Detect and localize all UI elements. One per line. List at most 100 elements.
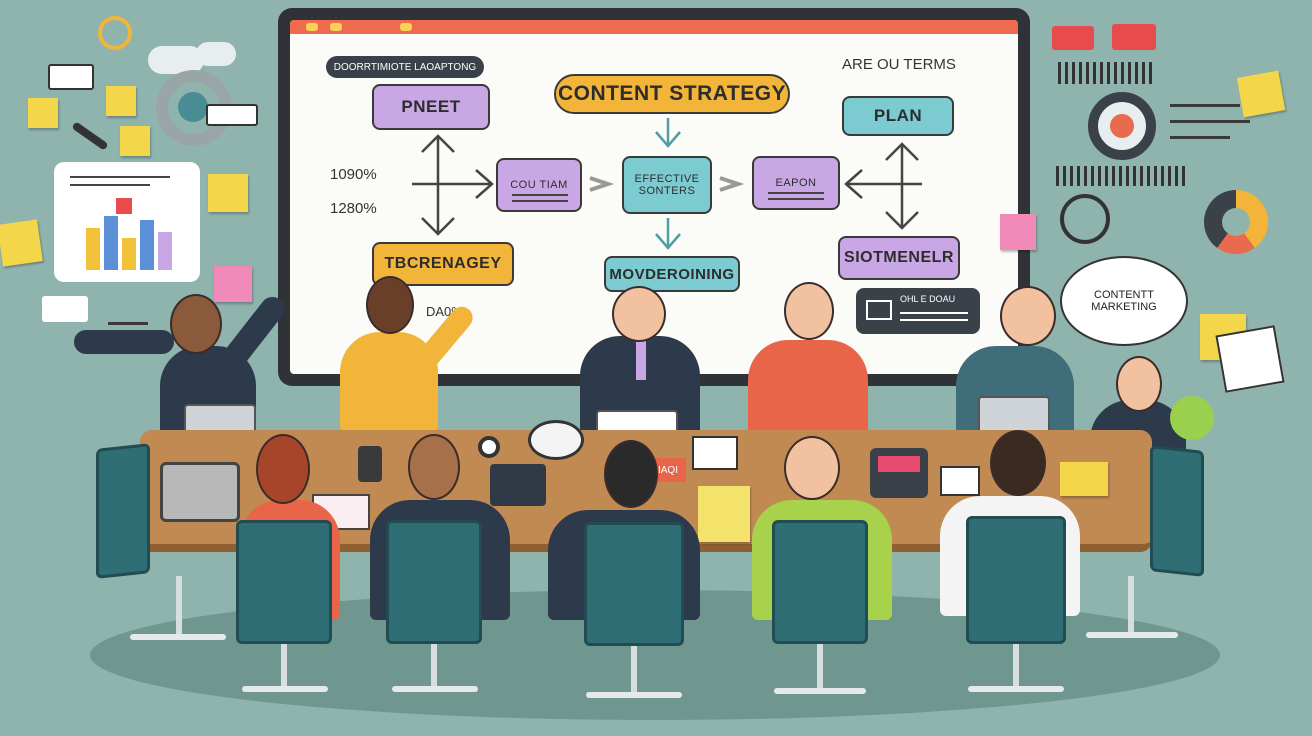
person-seated-4-head: [784, 436, 840, 500]
note-card: [206, 104, 258, 126]
person-seated-3-head: [604, 440, 658, 508]
arrow-right-2: [719, 176, 745, 192]
email-icon: [866, 300, 892, 320]
sticky-note: [1060, 462, 1108, 496]
stat-1090: 1090%: [330, 166, 377, 183]
phone-icon: [358, 446, 382, 482]
pie-chart-center-icon: [1222, 208, 1250, 236]
note-card: [48, 64, 94, 90]
chair-back: [386, 520, 482, 644]
node-cou-tiam-label: COU TIAM: [510, 179, 568, 191]
cloud-icon: [148, 46, 204, 74]
speech-bubble-line2: MARKETING: [1091, 301, 1157, 313]
sticky-note: [0, 219, 43, 267]
chair-leg: [281, 644, 287, 688]
paper-icon: [692, 436, 738, 470]
text-lines-icon: [900, 312, 968, 314]
laptop-icon: [490, 464, 546, 506]
text-lines-icon: [70, 184, 150, 186]
scissors-icon: [98, 16, 132, 50]
tablet-screen-icon: [878, 456, 920, 472]
chair-back: [1150, 445, 1204, 577]
arrow-horizontal-left: [412, 169, 494, 199]
arrow-vertical-right: [885, 142, 919, 230]
arrow-right-1: [589, 176, 615, 192]
note-card: [42, 296, 88, 322]
arrow-down-title: [655, 118, 681, 148]
node-movderoning: MOVDEROINING: [604, 256, 740, 292]
board-banner: DOORRTIMIOTE LAOAPTONG: [326, 56, 484, 78]
sticky-note: [1236, 70, 1286, 118]
sticky-note: [698, 486, 750, 542]
chair-base: [130, 634, 226, 640]
person-standing-left-arm: [74, 330, 174, 354]
barcode-icon: [1058, 62, 1156, 84]
sticky-note: [1000, 214, 1036, 250]
chair-base: [586, 692, 682, 698]
board-top-right-text: ARE OU TERMS: [842, 56, 956, 73]
person-seated-1-head: [256, 434, 310, 504]
sticky-note: [106, 86, 136, 116]
text-lines-icon: [1170, 136, 1230, 139]
node-sonters-label: SONTERS: [638, 185, 696, 197]
person-seated-2-head: [408, 434, 460, 500]
node-tbcrenagey: TBCRENAGEY: [372, 242, 514, 286]
chart-flag-icon: [116, 198, 132, 214]
node-effective-label: EFFECTIVE: [634, 173, 700, 185]
plant-icon: [1170, 396, 1214, 440]
node-effective-sonters: EFFECTIVE SONTERS: [622, 156, 712, 214]
photo-icon: [940, 466, 980, 496]
text-lines-icon: [108, 322, 148, 325]
node-eapon-label: EAPON: [775, 177, 817, 189]
chair-back: [966, 516, 1066, 644]
person-far-right-head: [1116, 356, 1162, 412]
tag-icon: [1112, 24, 1156, 50]
pen-icon: [71, 121, 109, 151]
gear-center-icon: [178, 92, 208, 122]
whiteboard-topbar: [290, 20, 1018, 34]
text-lines-icon: [1170, 104, 1240, 107]
chair-back: [236, 520, 332, 644]
person-woman-yellow-head: [366, 276, 414, 334]
stat-1280: 1280%: [330, 200, 377, 217]
chair-leg: [1013, 644, 1019, 688]
node-plan: PLAN: [842, 96, 954, 136]
person-center-man-head: [612, 286, 666, 342]
whiteboard-screen: DOORRTIMIOTE LAOAPTONG ARE OU TERMS CONT…: [290, 20, 1018, 374]
chair-leg: [1128, 576, 1134, 634]
node-pneet: PNEET: [372, 84, 490, 130]
chair-base: [242, 686, 328, 692]
text-lines-icon: [70, 176, 170, 178]
target-center-icon: [1110, 114, 1134, 138]
dial-icon: [1060, 194, 1110, 244]
flow-arrows: [412, 118, 922, 250]
text-lines-icon: [900, 319, 968, 321]
barcode-icon: [1056, 166, 1186, 186]
sticky-note: [120, 126, 150, 156]
sticky-note: [28, 98, 58, 128]
tablet-icon: [160, 462, 240, 522]
chair-leg: [817, 644, 823, 690]
chart-bar: [122, 238, 136, 270]
chair-base: [968, 686, 1064, 692]
node-cou-tiam: COU TIAM: [496, 158, 582, 212]
chart-bar: [104, 216, 118, 270]
magnifier-icon: [478, 436, 500, 458]
text-lines-icon: [1170, 120, 1250, 123]
window-dot-icon: [306, 23, 318, 31]
chair-back: [96, 443, 150, 579]
node-eapon: EAPON: [752, 156, 840, 210]
chair-back: [584, 522, 684, 646]
chart-bar: [140, 220, 154, 270]
content-strategy-title: CONTENT STRATEGY: [554, 74, 790, 114]
tag-icon: [1052, 26, 1094, 50]
chair-base: [1086, 632, 1178, 638]
window-dot-icon: [330, 23, 342, 31]
disc-icon: [528, 420, 584, 460]
note-card: [1215, 325, 1285, 393]
arrow-down-effective: [655, 218, 681, 250]
chart-card: [54, 162, 200, 282]
node-siotmenelr: SIOTMENELR: [838, 236, 960, 280]
person-woman-red-head: [784, 282, 834, 340]
